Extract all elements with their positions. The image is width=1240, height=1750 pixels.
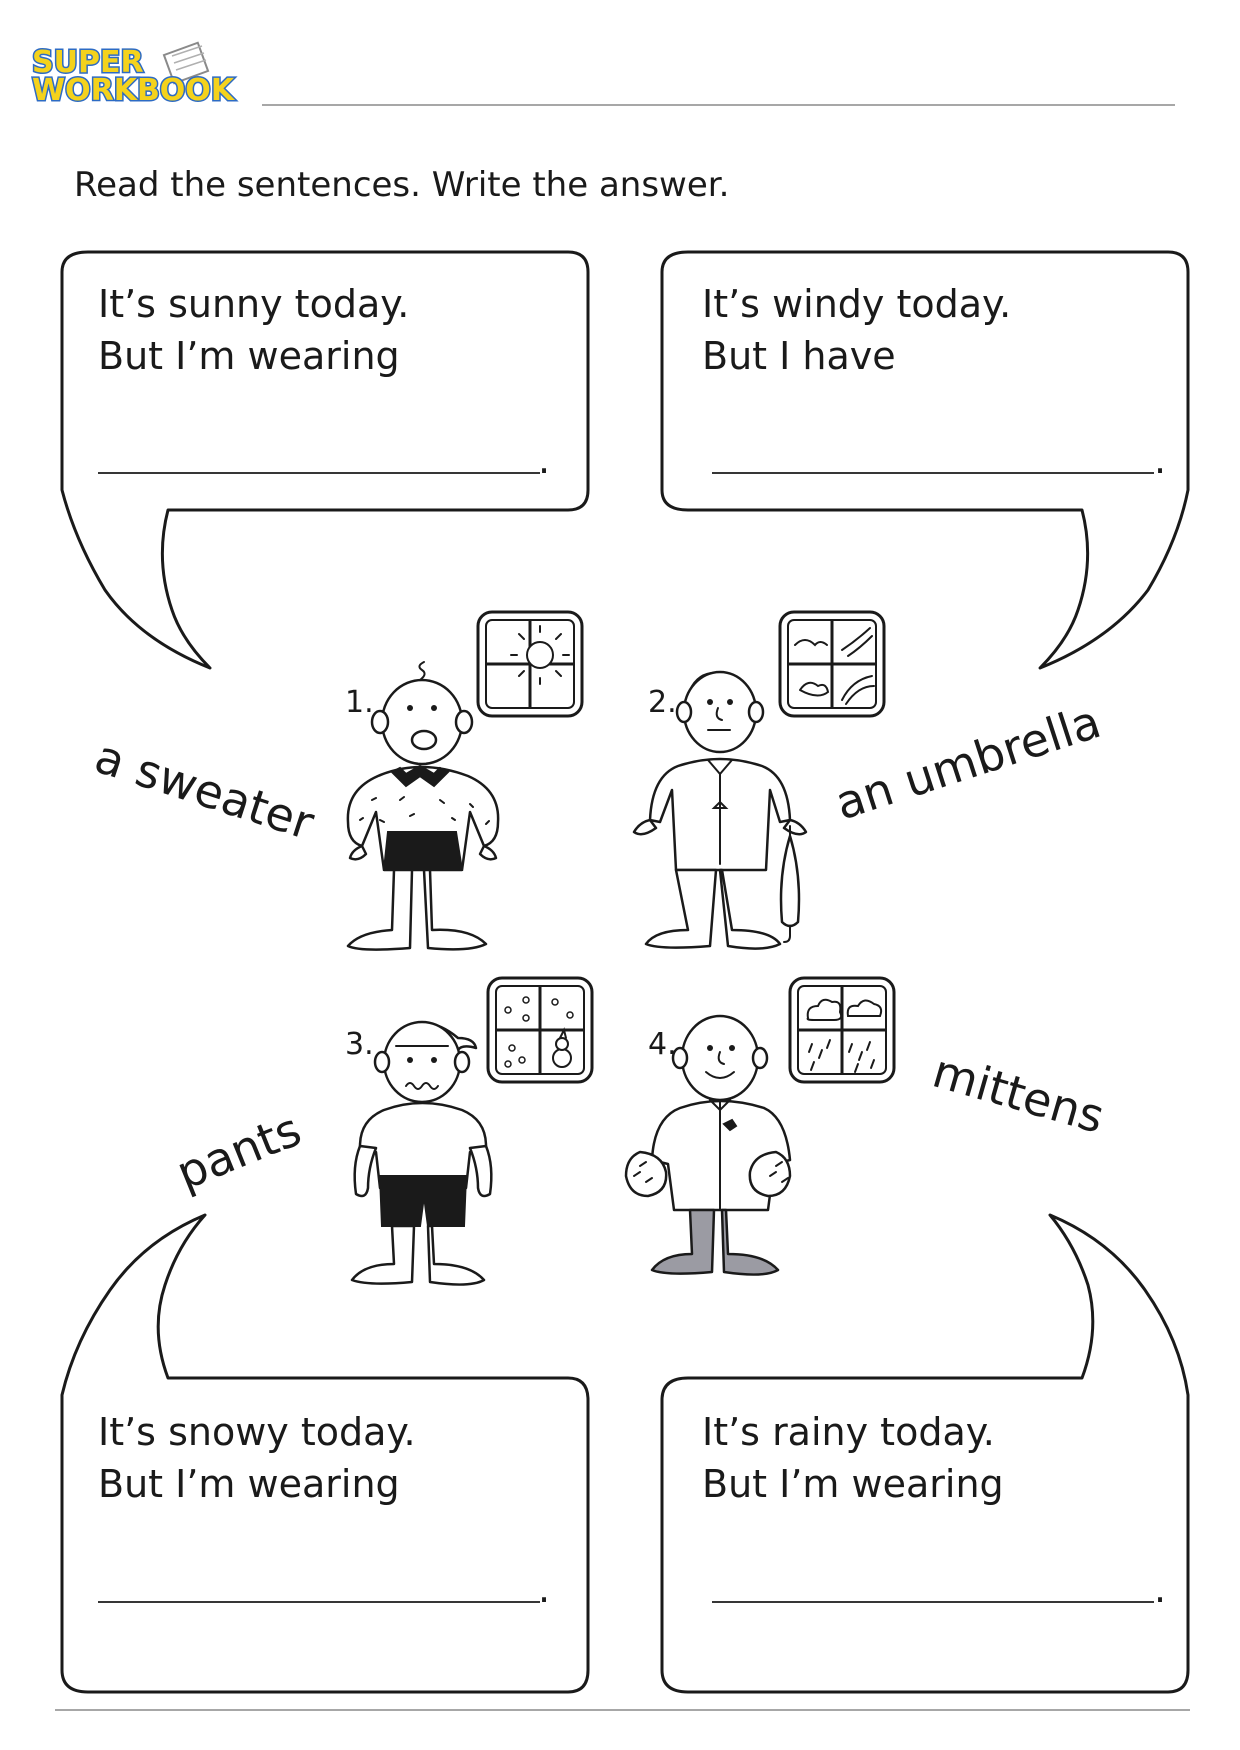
speech-bubble-3: It’s snowy today. But I’m wearing . [60, 1213, 590, 1694]
sun-icon [476, 610, 584, 718]
logo: SUPER WORKBOOK [31, 41, 237, 110]
bubble-3-line1: It’s snowy today. [98, 1410, 416, 1454]
bubble-2-line1: It’s windy today. [702, 282, 1011, 326]
logo-line1: SUPER [32, 45, 144, 80]
bubble-2-line2: But I have [702, 334, 896, 378]
bubble-3-period: . [538, 1567, 550, 1611]
option-pants: pants [169, 1102, 308, 1200]
snow-icon [486, 976, 594, 1084]
boy-in-shorts-figure [350, 1020, 493, 1286]
bubble-2-period: . [1154, 438, 1166, 482]
bubble-1-line2: But I’m wearing [98, 334, 400, 378]
bubble-1-line1: It’s sunny today. [98, 282, 409, 326]
bubble-1-period: . [538, 438, 550, 482]
speech-bubble-1: It’s sunny today. But I’m wearing . [60, 250, 590, 670]
man-in-raincoat-figure [624, 1014, 792, 1276]
speech-bubble-4: It’s rainy today. But I’m wearing . [660, 1213, 1190, 1694]
option-mittens: mittens [927, 1044, 1110, 1144]
notepad-icon [162, 41, 210, 85]
number-2: 2. [648, 685, 677, 720]
logo-line2: WORKBOOK [32, 73, 236, 108]
bubble-3-line2: But I’m wearing [98, 1462, 400, 1506]
rain-icon [788, 976, 896, 1084]
wind-icon [778, 610, 886, 718]
speech-bubble-2: It’s windy today. But I have . [660, 250, 1190, 670]
instruction: Read the sentences. Write the answer. [74, 165, 729, 205]
bubble-4-line2: But I’m wearing [702, 1462, 1004, 1506]
man-with-umbrella-figure [632, 670, 808, 950]
number-1: 1. [345, 685, 374, 720]
number-3: 3. [345, 1027, 374, 1062]
boy-in-sweater-figure [346, 661, 500, 951]
bubble-4-period: . [1154, 1567, 1166, 1611]
bubble-4-line1: It’s rainy today. [702, 1410, 995, 1454]
option-a-sweater: a sweater [89, 729, 321, 850]
